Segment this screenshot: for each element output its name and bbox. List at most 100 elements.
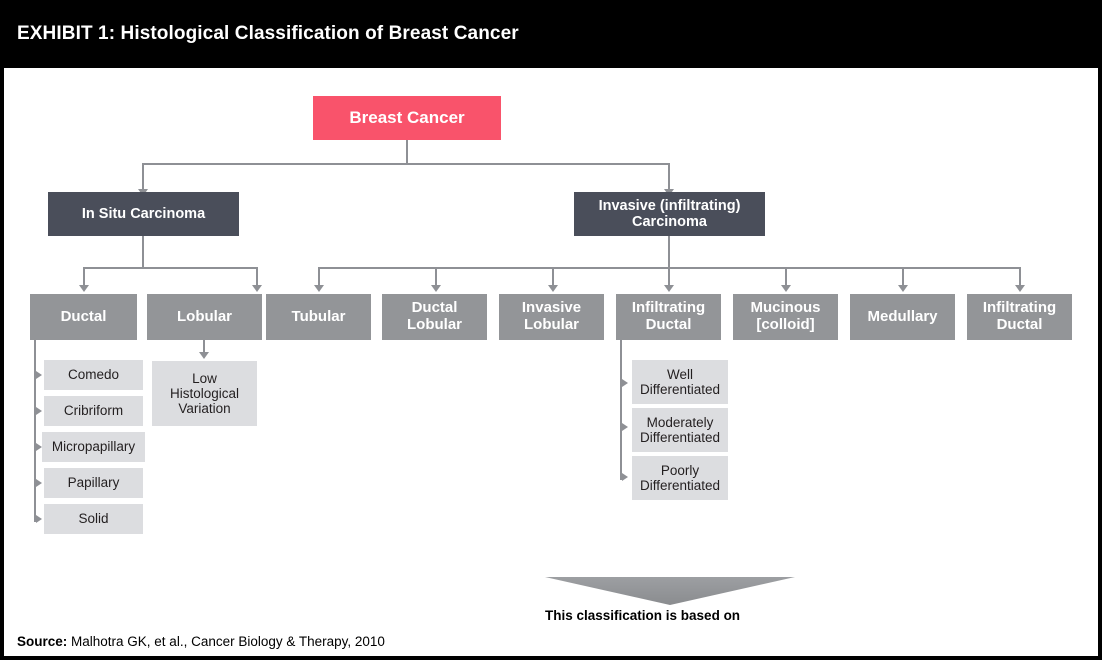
node-invasive-lobular[interactable]: Invasive Lobular	[499, 294, 604, 340]
node-label: In Situ Carcinoma	[81, 205, 206, 222]
node-label-line2: Ductal	[645, 316, 692, 333]
connector-grades-spine	[620, 340, 622, 480]
connector-root-bus	[142, 163, 670, 165]
node-poorly-differentiated[interactable]: Poorly Differentiated	[632, 456, 728, 500]
connector-insitu-stem	[142, 236, 144, 268]
node-solid[interactable]: Solid	[44, 504, 143, 534]
node-well-differentiated[interactable]: Well Differentiated	[632, 360, 728, 404]
note-heading: This classification is based on	[545, 608, 741, 623]
node-label-line1: Infiltrating	[982, 299, 1057, 317]
node-label-line2: Histological	[169, 385, 240, 401]
node-mucinous-colloid[interactable]: Mucinous [colloid]	[733, 294, 838, 340]
connector-inv-drop-3	[552, 267, 554, 287]
node-infiltrating-ductal[interactable]: Infiltrating Ductal	[616, 294, 721, 340]
node-label-line1: Medullary	[867, 307, 938, 325]
node-label-line3: Variation	[178, 401, 231, 417]
node-label: Breast Cancer	[349, 108, 465, 128]
node-medullary[interactable]: Medullary	[850, 294, 955, 340]
node-cribriform[interactable]: Cribriform	[44, 396, 143, 426]
node-infiltrating-ductal-2[interactable]: Infiltrating Ductal	[967, 294, 1072, 340]
node-moderately-differentiated[interactable]: Moderately Differentiated	[632, 408, 728, 452]
node-label: Lobular	[177, 307, 232, 325]
node-label-line2: Lobular	[524, 316, 579, 333]
arrowhead-low-histological	[199, 352, 209, 359]
arrowhead-inv-2	[431, 285, 441, 292]
node-label-line1: Invasive (infiltrating)	[598, 197, 741, 214]
source-label: Source:	[17, 633, 68, 649]
node-label-line1: Mucinous	[750, 299, 821, 317]
connector-inv-drop-7	[1019, 267, 1021, 287]
source-line: Source: Malhotra GK, et al., Cancer Biol…	[4, 634, 385, 649]
node-label: Ductal	[60, 307, 107, 325]
connector-insitu-drop	[142, 163, 144, 191]
connector-inv-drop-1	[318, 267, 320, 287]
connector-lobular-drop	[256, 267, 258, 287]
arrowhead-grade-poorly	[622, 473, 628, 481]
node-ductal-lobular[interactable]: Ductal Lobular	[382, 294, 487, 340]
arrowhead-sub-papillary	[36, 479, 42, 487]
node-label-line1: Low	[192, 370, 217, 386]
connector-root-stem	[406, 140, 408, 164]
node-low-histological-variation[interactable]: Low Histological Variation	[152, 361, 257, 426]
node-label: Comedo	[67, 367, 120, 383]
classification-note: This classification is based on Nuclear …	[545, 607, 875, 626]
diagram-canvas: Breast Cancer In Situ Carcinoma Invasive…	[4, 68, 1098, 626]
node-label-line2: Carcinoma	[632, 214, 707, 230]
node-label-line2: Ductal	[996, 316, 1043, 333]
node-invasive-carcinoma[interactable]: Invasive (infiltrating) Carcinoma	[574, 192, 765, 236]
arrowhead-inv-5	[781, 285, 791, 292]
arrowhead-sub-cribriform	[36, 407, 42, 415]
arrowhead-inv-6	[898, 285, 908, 292]
node-micropapillary[interactable]: Micropapillary	[42, 432, 145, 462]
connector-invasive-stem	[668, 236, 670, 268]
node-lobular[interactable]: Lobular	[147, 294, 262, 340]
arrowhead-inv-1	[314, 285, 324, 292]
connector-ductal-drop	[83, 267, 85, 287]
arrowhead-inv-7	[1015, 285, 1025, 292]
node-label: Papillary	[67, 475, 120, 491]
node-comedo[interactable]: Comedo	[44, 360, 143, 390]
arrowhead-ductal	[79, 285, 89, 292]
page-title: EXHIBIT 1: Histological Classification o…	[17, 23, 519, 44]
node-label-line2: Differentiated	[639, 478, 721, 493]
connector-ductal-spine	[34, 340, 36, 522]
source-citation: Malhotra GK, et al., Cancer Biology & Th…	[67, 633, 385, 649]
connector-insitu-bus	[83, 267, 258, 269]
arrowhead-sub-comedo	[36, 371, 42, 379]
node-tubular[interactable]: Tubular	[266, 294, 371, 340]
connector-invasive-drop	[668, 163, 670, 191]
arrowhead-inv-4	[664, 285, 674, 292]
connector-inv-drop-5	[785, 267, 787, 287]
node-ductal[interactable]: Ductal	[30, 294, 137, 340]
connector-inv-drop-2	[435, 267, 437, 287]
node-label-line2: Lobular	[407, 316, 462, 333]
node-label: Solid	[78, 511, 109, 527]
node-label: Micropapillary	[51, 439, 136, 455]
node-label-line1: Infiltrating	[631, 299, 706, 317]
node-papillary[interactable]: Papillary	[44, 468, 143, 498]
node-label-line2: [colloid]	[756, 316, 815, 333]
arrowhead-lobular	[252, 285, 262, 292]
node-label-line1: Well	[666, 366, 693, 382]
node-label-line2: Differentiated	[639, 382, 721, 397]
exhibit-header: EXHIBIT 1: Histological Classification o…	[0, 0, 1102, 68]
node-label: Cribriform	[63, 403, 124, 419]
node-label-line1: Invasive	[521, 299, 582, 317]
node-label-line1: Poorly	[660, 462, 700, 478]
connector-lobular-sub-stem	[203, 340, 205, 354]
arrowhead-sub-micropapillary	[36, 443, 42, 451]
exhibit-footer: Source: Malhotra GK, et al., Cancer Biol…	[4, 626, 1098, 656]
note-down-arrow-icon	[545, 577, 795, 605]
arrowhead-sub-solid	[36, 515, 42, 523]
node-breast-cancer[interactable]: Breast Cancer	[313, 96, 501, 140]
connector-inv-drop-4	[668, 267, 670, 287]
connector-inv-drop-6	[902, 267, 904, 287]
node-label-line1: Tubular	[291, 307, 346, 325]
node-in-situ-carcinoma[interactable]: In Situ Carcinoma	[48, 192, 239, 236]
node-label-line1: Ductal	[411, 299, 458, 317]
node-label-line1: Moderately	[646, 414, 714, 430]
node-label-line2: Differentiated	[639, 430, 721, 445]
arrowhead-grade-moderately	[622, 423, 628, 431]
arrowhead-inv-3	[548, 285, 558, 292]
